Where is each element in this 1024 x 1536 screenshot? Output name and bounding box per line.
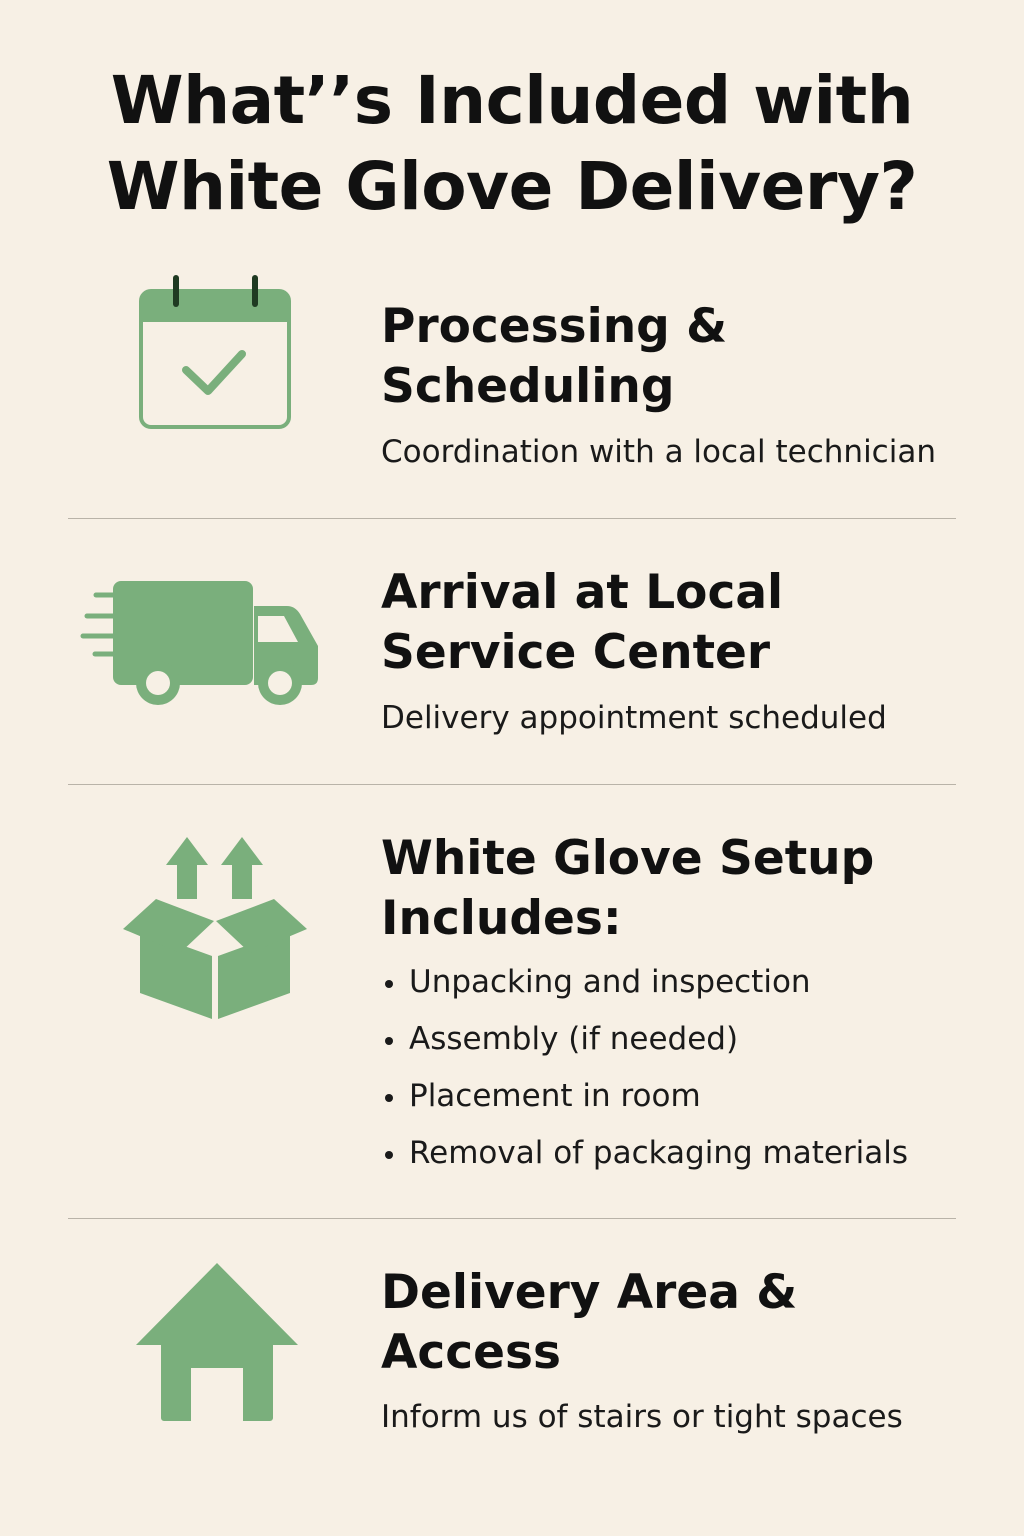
section-heading: Processing & Scheduling — [381, 299, 728, 414]
section-heading: Delivery Area & Access — [381, 1265, 798, 1380]
delivery-truck-icon — [80, 581, 318, 705]
section-heading: White Glove Setup Includes: — [381, 831, 875, 946]
open-box-icon — [123, 837, 307, 1019]
section-heading: Arrival at Local Service Center — [381, 565, 784, 680]
setup-bullet-list: Unpacking and inspection Assembly (if ne… — [381, 962, 1001, 1190]
page-title-line-1: What’’s Included with — [110, 62, 914, 139]
list-item: Removal of packaging materials — [381, 1133, 1001, 1190]
section-description: Inform us of stairs or tight spaces — [381, 1399, 903, 1435]
section-description: Delivery appointment scheduled — [381, 700, 887, 736]
divider — [68, 1218, 956, 1219]
page-title-line-2: White Glove Delivery? — [106, 148, 918, 225]
list-item: Assembly (if needed) — [381, 1019, 1001, 1076]
divider — [68, 784, 956, 785]
list-item: Placement in room — [381, 1076, 1001, 1133]
page-title: What’’s Included with White Glove Delive… — [0, 58, 1024, 230]
calendar-check-icon — [139, 275, 291, 429]
section-description: Coordination with a local technician — [381, 434, 936, 470]
divider — [68, 518, 956, 519]
list-item: Unpacking and inspection — [381, 962, 1001, 1019]
house-icon — [136, 1263, 298, 1421]
